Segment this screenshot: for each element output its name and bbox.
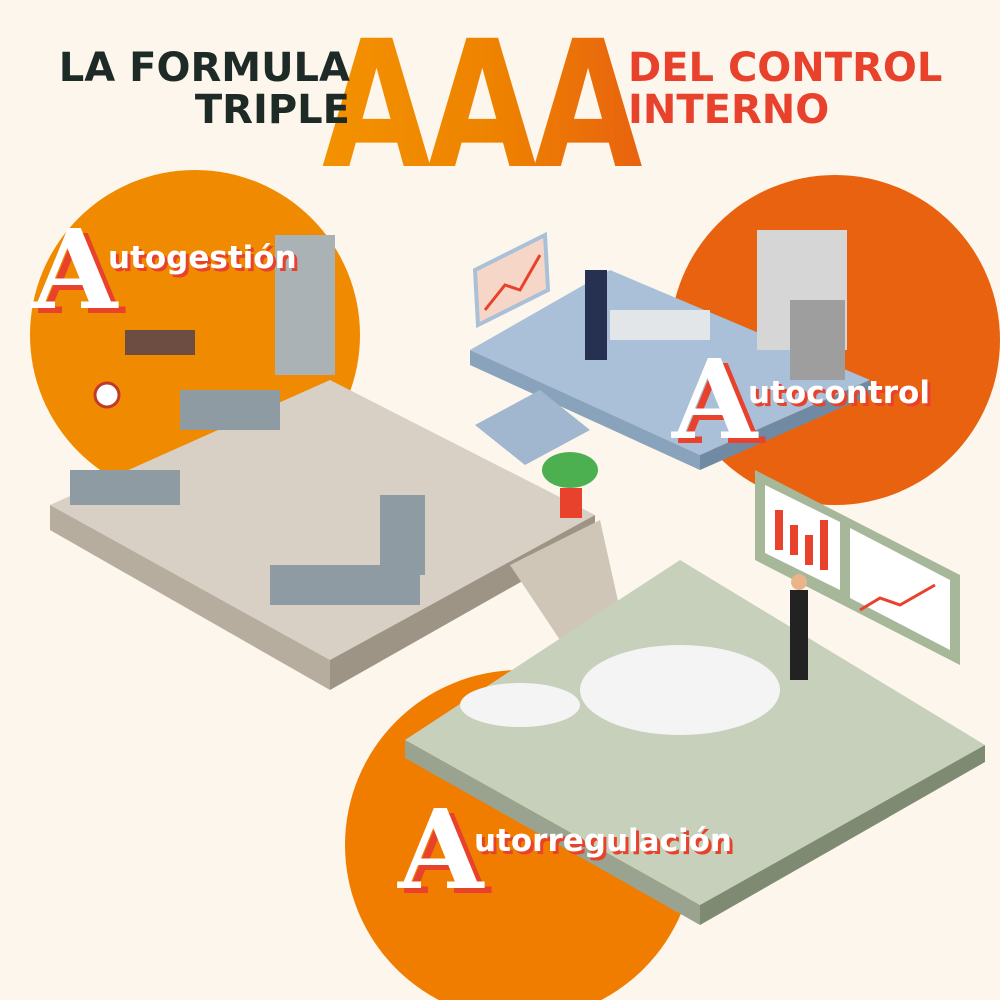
aaa-logo-letters: AAA [322, 18, 645, 194]
title-left-line2: TRIPLE [194, 87, 350, 133]
autogestion-office [50, 235, 620, 690]
title-left-line1: LA FORMULA [58, 45, 350, 91]
autorregulacion-office [405, 470, 985, 925]
title-right-line1: DEL CONTROL [628, 45, 943, 91]
label-text: utogestión [108, 240, 297, 276]
autocontrol-office [470, 230, 870, 470]
label-initial: A [398, 785, 484, 914]
title-right-line2: INTERNO [628, 87, 830, 133]
label-text: utorregulación [474, 823, 732, 859]
label-initial: A [32, 205, 118, 334]
label-initial: A [672, 335, 758, 464]
label-text: utocontrol [748, 375, 930, 411]
